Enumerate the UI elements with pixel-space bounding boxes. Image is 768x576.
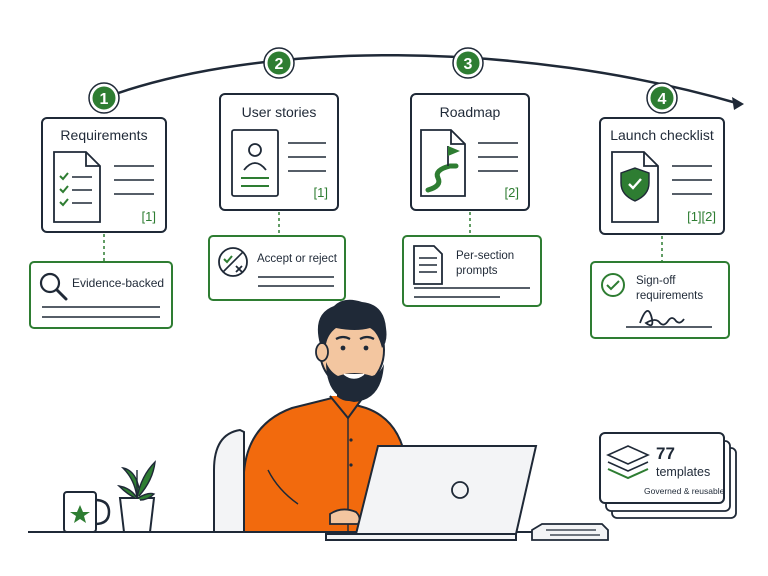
- step-2-title: User stories: [242, 104, 317, 120]
- check-circle-icon: [601, 273, 625, 297]
- step-3-number: 3: [464, 56, 473, 73]
- callout-2-card: [208, 235, 346, 301]
- layers-icon: [606, 445, 650, 480]
- templates-count: 77: [656, 444, 675, 463]
- callout-3-label-line1: Per-section: [456, 250, 514, 262]
- calculator: [531, 523, 609, 541]
- step-3-badge: [453, 48, 483, 78]
- step-3: 3 Roadmap [2] Per-section prompts: [402, 47, 542, 307]
- step-1-number: 1: [100, 91, 109, 108]
- user-profile-document-icon: [231, 129, 279, 197]
- potted-plant: [116, 460, 156, 533]
- step-4-ref: [1][2]: [687, 209, 716, 224]
- callout-1-label: Evidence-backed: [72, 276, 164, 290]
- callout-2-label: Accept or reject: [257, 253, 338, 265]
- step-3-title: Roadmap: [440, 104, 501, 120]
- laptop-logo: [451, 481, 469, 499]
- step-2-badge: [264, 48, 294, 78]
- search-icon: [39, 272, 68, 301]
- step-2-ref: [1]: [314, 185, 328, 200]
- callout-4-card: [590, 261, 730, 339]
- star-icon: [70, 505, 90, 523]
- templates-label: templates: [656, 465, 710, 479]
- checklist-document-icon: [53, 151, 101, 223]
- callout-4-label-line2: requirements: [636, 290, 703, 302]
- timeline-arrowhead: [732, 97, 744, 110]
- step-4-title: Launch checklist: [610, 127, 714, 143]
- step-2: 2 User stories [1] Accept or reject: [208, 47, 346, 301]
- step-1-title: Requirements: [60, 127, 147, 143]
- timeline-arc: [103, 54, 741, 106]
- signature-scribble: [639, 310, 685, 327]
- step-4-number: 4: [658, 91, 667, 108]
- step-4-badge: [647, 83, 677, 113]
- roadmap-flag-document-icon: [420, 129, 466, 197]
- step-1-ref: [1]: [142, 209, 156, 224]
- step-3-ref: [2]: [505, 185, 519, 200]
- document-lines-icon: [413, 245, 443, 285]
- shield-check-document-icon: [611, 151, 659, 223]
- step-1: 1 Requirements [1] Evidence-backed: [29, 82, 173, 329]
- callout-1-card: [29, 261, 173, 329]
- step-1-badge: [89, 83, 119, 113]
- templates-caption: Governed & reusable: [644, 486, 725, 496]
- callout-3-label-line2: prompts: [456, 265, 498, 277]
- step-4: 4 Launch checklist [1][2] Sign-off requi…: [590, 82, 730, 339]
- mug: [63, 491, 111, 533]
- callout-4-label-line1: Sign-off: [636, 275, 676, 287]
- chair-back: [213, 428, 245, 533]
- templates-card-stack: 77 templates Governed & reusable: [599, 432, 737, 519]
- laptop: [325, 445, 538, 541]
- accept-reject-icon: [218, 247, 248, 277]
- step-2-number: 2: [275, 56, 284, 73]
